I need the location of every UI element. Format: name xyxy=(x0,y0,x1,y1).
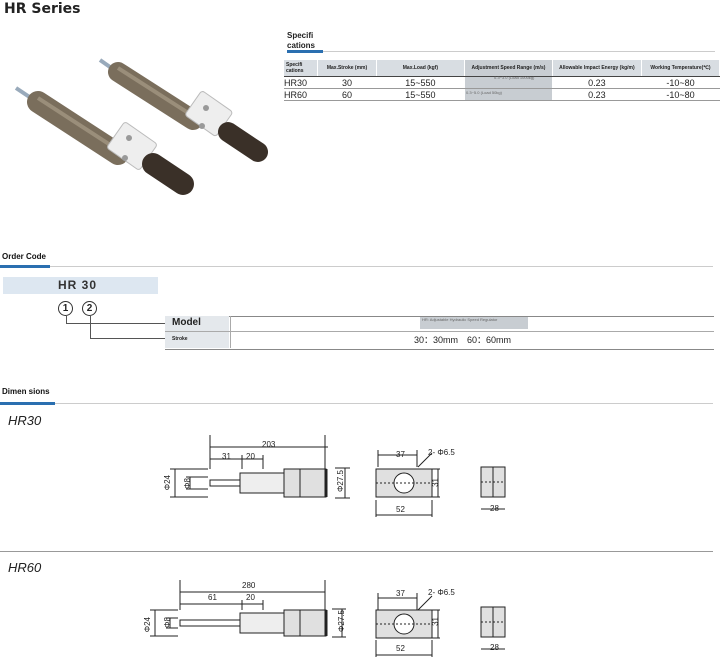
spec-row: HR30 30 15~550 0.23 -10~80 xyxy=(284,76,720,89)
order-section-accent xyxy=(0,265,50,268)
spec-divider-accent xyxy=(287,50,323,53)
spec-header-energy: Allowable Impact Energy (kg/m) xyxy=(552,60,643,77)
hr30-end-view xyxy=(480,466,506,510)
spec-temp: -10~80 xyxy=(641,76,720,89)
spec-stroke: 30 xyxy=(317,76,377,89)
spec-model: HR30 xyxy=(284,76,318,89)
page-title: HR Series xyxy=(4,1,81,17)
order-table xyxy=(165,316,714,350)
spec-table: Specifi cations Max.Stroke (mm) Max.Load… xyxy=(284,60,720,101)
spec-speed-cell xyxy=(464,88,553,101)
hr30-front-view xyxy=(375,450,440,517)
spec-energy: 0.23 xyxy=(552,88,642,101)
spec-header-temp: Working Temperature(℃) xyxy=(641,60,720,77)
hr60-dim-d8: Φ8 xyxy=(163,617,172,628)
hr30-dim-w28: 28 xyxy=(490,504,499,513)
hr60-dim-hole: 2- Φ6.5 xyxy=(428,588,455,597)
hr60-front-view xyxy=(375,593,440,657)
order-model-label: Model xyxy=(172,317,201,328)
leader-line xyxy=(90,338,166,339)
order-section-divider xyxy=(0,266,713,267)
hr30-dim-a: 31 xyxy=(222,452,231,461)
hr30-dim-w37: 37 xyxy=(396,450,405,459)
spec-speed-cell xyxy=(464,76,553,89)
order-number-1: 1 xyxy=(58,301,73,316)
spec-header-row: Specifi cations Max.Stroke (mm) Max.Load… xyxy=(284,60,720,77)
order-code: HR 30 xyxy=(58,278,98,292)
hr60-dim-d24: Φ24 xyxy=(143,617,152,633)
spec-energy: 0.23 xyxy=(552,76,642,89)
hr60-dim-w37: 37 xyxy=(396,589,405,598)
spec-header-model: Specifi cations xyxy=(284,60,319,77)
dims-section-title: Dimen sions xyxy=(2,387,50,396)
hr60-dim-a: 61 xyxy=(208,593,217,602)
hr60-dim-w52: 52 xyxy=(396,644,405,653)
hr60-title: HR60 xyxy=(8,560,42,575)
hr30-dim-d8: Φ8 xyxy=(183,478,192,489)
hr60-dim-w28: 28 xyxy=(490,643,499,652)
order-number-2: 2 xyxy=(82,301,97,316)
order-table-head xyxy=(165,316,229,348)
leader-line xyxy=(90,316,91,339)
spec-row: HR60 60 15~550 0.23 -10~80 xyxy=(284,88,720,101)
hr60-dim-total: 280 xyxy=(242,581,256,590)
dims-section-accent xyxy=(0,402,55,405)
speed-note-1: 0.3~3.0 (Load 1000kg) xyxy=(494,75,535,80)
hr60-dim-b: 20 xyxy=(246,593,255,602)
leader-line xyxy=(66,323,166,324)
spec-temp: -10~80 xyxy=(641,88,720,101)
order-code-bar xyxy=(3,277,158,294)
product-photo xyxy=(14,58,268,195)
spec-header-stroke: Max.Stroke (mm) xyxy=(317,60,377,77)
order-model-value: HR: Adjustable Hydraulic Speed Regulator xyxy=(420,317,528,329)
spec-stroke: 60 xyxy=(317,88,377,101)
spec-load: 15~550 xyxy=(376,76,465,89)
hr30-dim-d24: Φ24 xyxy=(163,475,172,491)
hr30-dim-total: 203 xyxy=(262,440,276,449)
spec-title: Specifi cations xyxy=(287,31,316,50)
spec-header-load: Max.Load (kgf) xyxy=(376,60,466,77)
dims-section-divider xyxy=(0,403,713,404)
spec-model: HR60 xyxy=(284,88,318,101)
hr30-dim-h31: 31 xyxy=(431,478,440,487)
speed-note-2: 0.3~5.0 (Load 50kg) xyxy=(466,90,502,95)
hr30-dim-w52: 52 xyxy=(396,505,405,514)
spec-header-speed: Adjustment Speed Range (m/s) xyxy=(464,60,553,77)
hr30-dim-d275: Φ27.5 xyxy=(336,470,345,492)
dims-divider xyxy=(0,551,713,552)
hr60-side-view xyxy=(150,580,346,638)
order-section-title: Order Code xyxy=(2,252,47,261)
hr60-dim-h31: 31 xyxy=(431,617,440,626)
hr30-dim-b: 20 xyxy=(246,452,255,461)
leader-line xyxy=(66,316,67,324)
hr30-side-view xyxy=(170,435,350,499)
order-stroke-value: 30：30mm 60：60mm xyxy=(414,335,512,345)
shock-absorber-back xyxy=(98,58,268,162)
order-table-divider xyxy=(230,316,231,348)
spec-load: 15~550 xyxy=(376,88,465,101)
order-stroke-label: Stroke xyxy=(172,336,188,342)
hr30-dim-hole: 2- Φ6.5 xyxy=(428,448,455,457)
order-table-divider xyxy=(165,331,714,332)
hr30-title: HR30 xyxy=(8,413,42,428)
spec-divider xyxy=(287,51,715,52)
hr60-dim-d275: Φ27.5 xyxy=(337,610,346,632)
shock-absorber-front xyxy=(14,86,194,195)
hr60-end-view xyxy=(480,606,506,650)
